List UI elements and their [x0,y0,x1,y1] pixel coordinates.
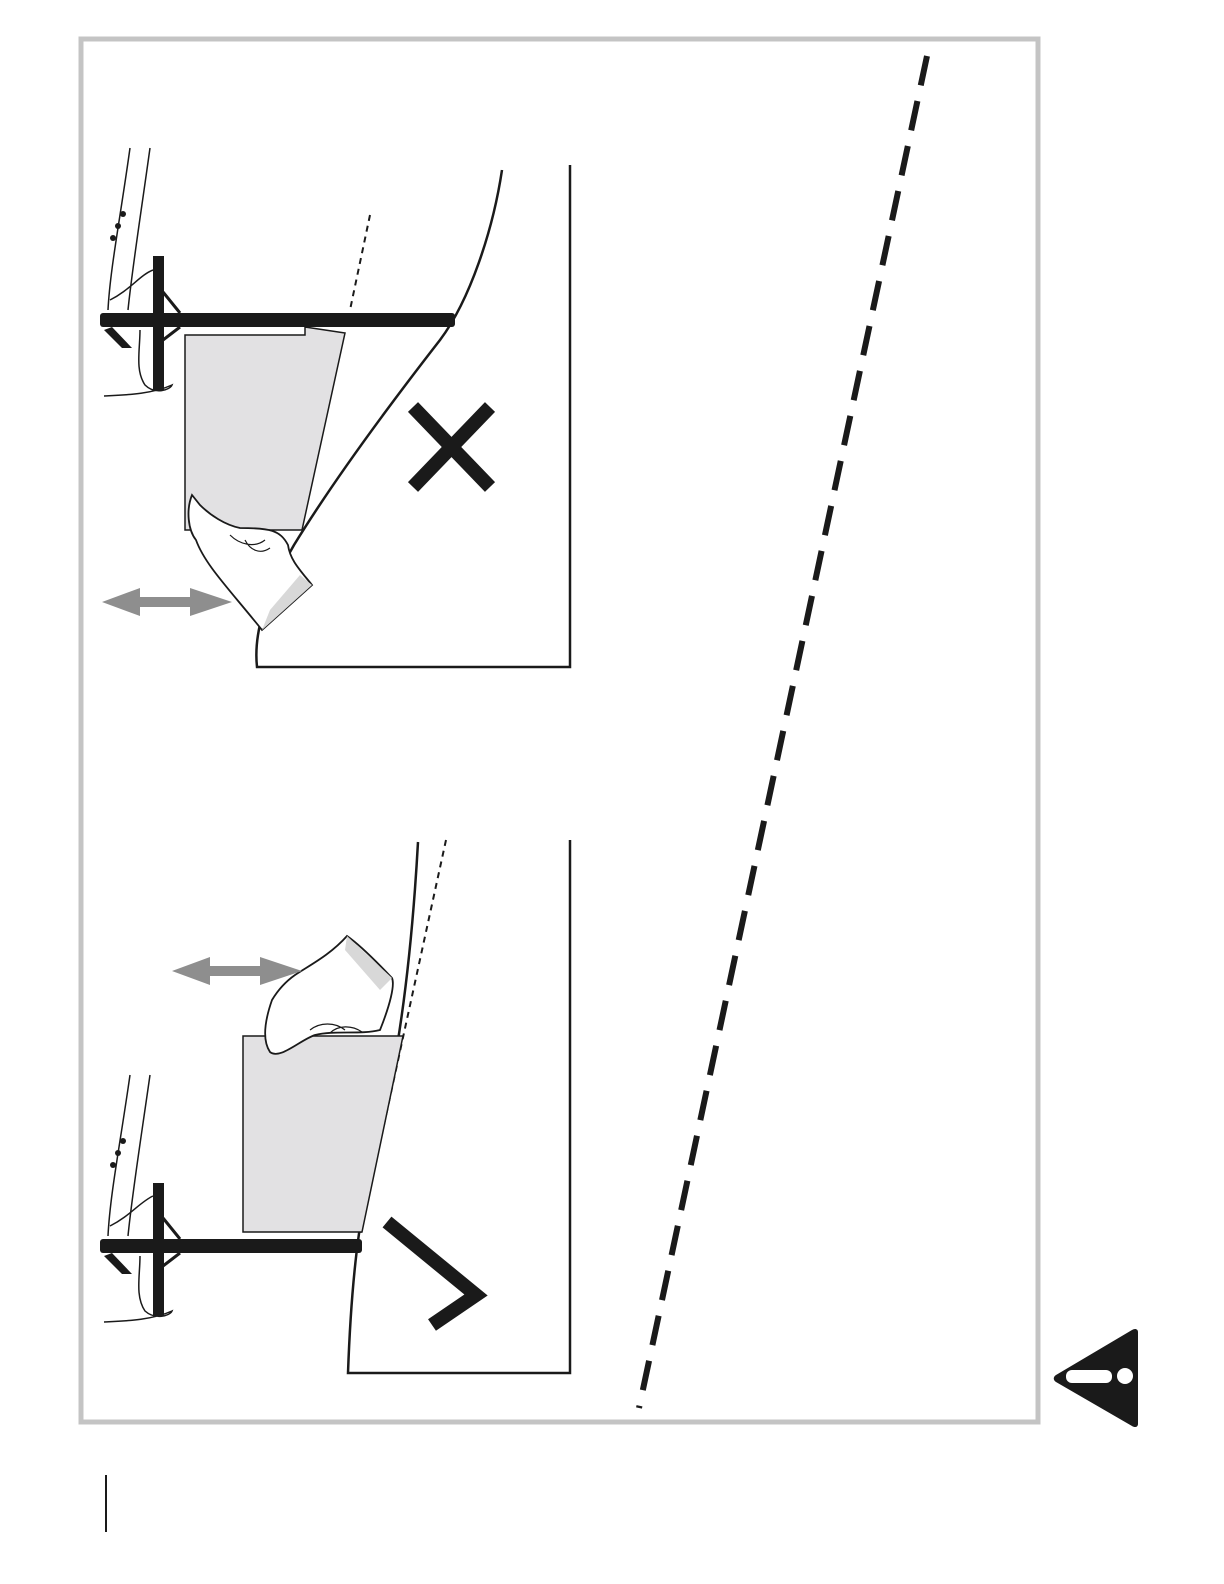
seam-guide-line [350,215,370,310]
thread-line [108,148,130,310]
warning-triangle-icon [1054,1329,1138,1427]
bracket-brace [163,1218,180,1239]
cut-line [639,56,927,1408]
illustration-correct [100,840,570,1373]
needle-bar [153,256,164,390]
double-arrow [172,957,302,985]
thread-knot-3 [120,1138,126,1144]
thread-knot-3 [120,211,126,217]
presser-bar [100,1239,362,1253]
foot-bracket [104,327,132,348]
needle-bar [153,1183,164,1316]
foot-bracket [104,1253,132,1274]
thread-knot-2 [115,223,121,229]
paper-sheet [185,327,345,530]
illustration-incorrect [100,148,570,667]
bracket-brace-2 [163,1253,180,1266]
bracket-brace [163,292,180,313]
thread-knot [110,1162,116,1168]
bracket-brace-2 [163,327,180,340]
thread-knot [110,235,116,241]
double-arrow [102,588,232,616]
thread-knot-2 [115,1150,121,1156]
